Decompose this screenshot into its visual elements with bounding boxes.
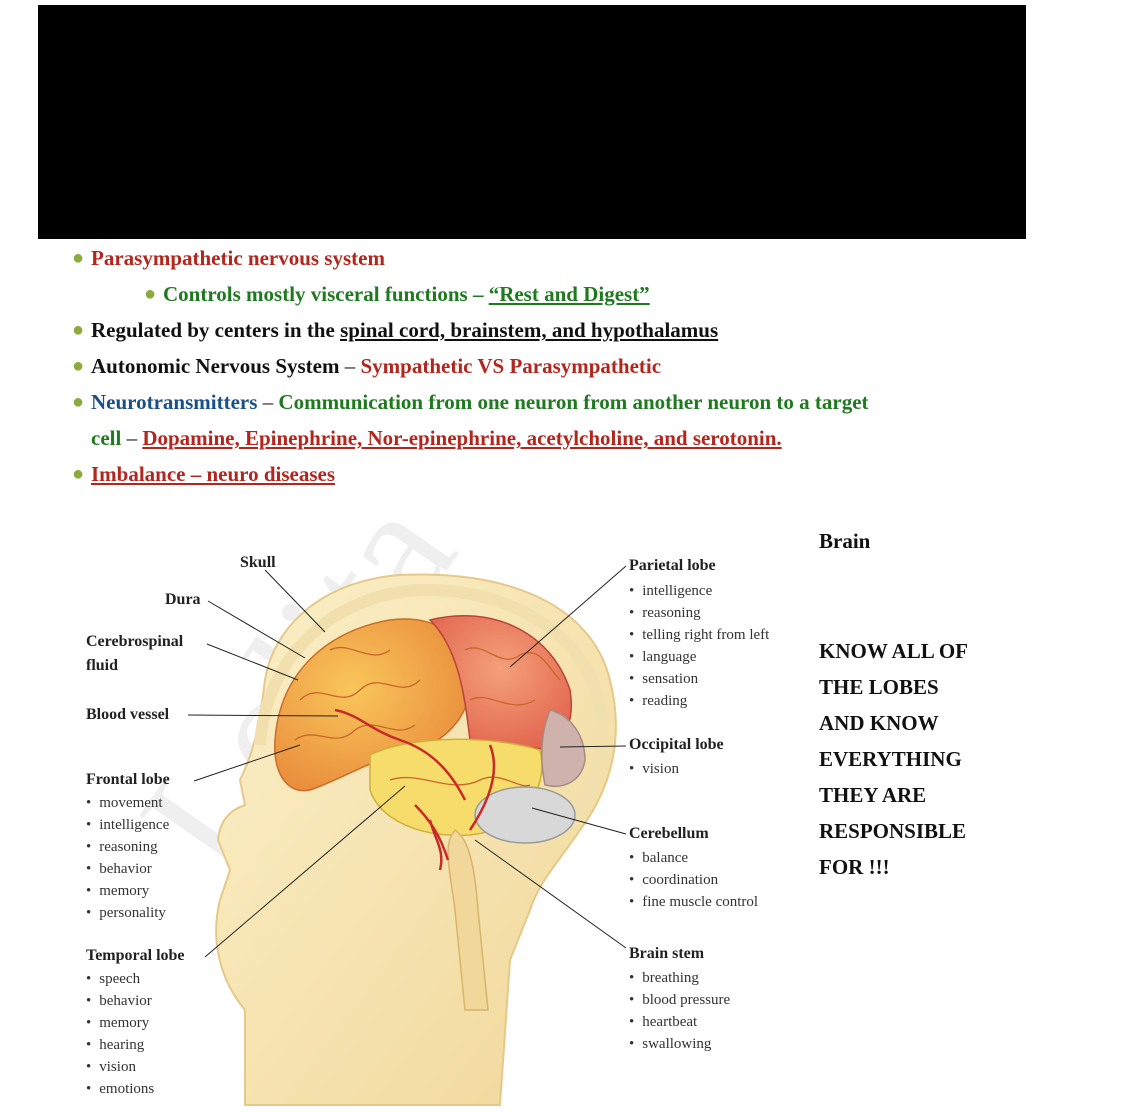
label-parietal-lobe: Parietal lobe xyxy=(629,557,716,574)
list-item: telling right from left xyxy=(629,624,769,646)
bullet-neurotransmitters: ● Neurotransmitters – Communication from… xyxy=(72,384,1012,420)
side-note-line: EVERYTHING xyxy=(819,747,962,771)
label-csf-line2: fluid xyxy=(86,657,119,674)
label-brain-stem: Brain stem xyxy=(629,945,705,962)
label-occipital-lobe: Occipital lobe xyxy=(629,736,724,753)
occipital-lobe-list: vision xyxy=(629,758,679,780)
bullet-dash: – xyxy=(467,282,489,306)
list-item: coordination xyxy=(629,869,758,891)
bullet-autonomic: ● Autonomic Nervous System – Sympathetic… xyxy=(72,348,1012,384)
brain-diagram: Skull Dura Cerebrospinal fluid Blood ves… xyxy=(70,540,810,1110)
label-csf-line1: Cerebrospinal xyxy=(86,633,184,650)
list-item: personality xyxy=(86,902,169,924)
bullet-text-green: Communication from one neuron from anoth… xyxy=(278,390,869,414)
redaction-block xyxy=(38,5,1026,239)
cerebellum-list: balance coordination fine muscle control xyxy=(629,847,758,913)
list-item: reasoning xyxy=(86,836,169,858)
leader-lines xyxy=(187,565,627,958)
list-item: speech xyxy=(86,968,154,990)
cerebellum-shape xyxy=(474,786,576,844)
bullet-text-red: Sympathetic VS Parasympathetic xyxy=(360,354,662,378)
bullet-dot-icon: ● xyxy=(144,283,157,305)
label-cerebellum: Cerebellum xyxy=(629,825,709,842)
bullet-quote: “Rest and Digest” xyxy=(488,282,650,306)
label-blood-vessel: Blood vessel xyxy=(86,706,170,723)
list-item: behavior xyxy=(86,858,169,880)
bullet-dot-icon: ● xyxy=(72,355,85,377)
list-item: reading xyxy=(629,690,769,712)
list-item: reasoning xyxy=(629,602,769,624)
bullet-text: Regulated by centers in the xyxy=(91,318,341,342)
parietal-lobe-list: intelligence reasoning telling right fro… xyxy=(629,580,769,712)
list-item: vision xyxy=(629,758,679,780)
bullet-dash: – xyxy=(339,354,361,378)
list-item: intelligence xyxy=(86,814,169,836)
list-item: emotions xyxy=(86,1078,154,1100)
list-item: swallowing xyxy=(629,1033,730,1055)
side-note-line: THEY ARE xyxy=(819,783,927,807)
bullet-regulated: ● Regulated by centers in the spinal cor… xyxy=(72,312,1012,348)
list-item: behavior xyxy=(86,990,154,1012)
side-note: KNOW ALL OF THE LOBES AND KNOW EVERYTHIN… xyxy=(819,633,1019,885)
list-item: sensation xyxy=(629,668,769,690)
list-item: memory xyxy=(86,1012,154,1034)
list-item: hearing xyxy=(86,1034,154,1056)
bullet-underlined-red: Dopamine, Epinephrine, Nor-epinephrine, … xyxy=(142,426,782,450)
list-item: blood pressure xyxy=(629,989,730,1011)
bullet-dot-icon: ● xyxy=(72,463,85,485)
side-note-line: RESPONSIBLE xyxy=(819,819,967,843)
bullet-dash: – xyxy=(121,426,143,450)
list-item: movement xyxy=(86,792,169,814)
brain-sulci xyxy=(294,647,561,787)
bullet-dot-icon: ● xyxy=(72,391,85,413)
bullet-dash: – xyxy=(257,390,279,414)
label-frontal-lobe: Frontal lobe xyxy=(86,771,170,788)
bullet-text: Neurotransmitters xyxy=(91,390,258,414)
list-item: memory xyxy=(86,880,169,902)
bullet-text: Parasympathetic nervous system xyxy=(91,246,385,270)
bullet-neurotransmitters-cont: cell – Dopamine, Epinephrine, Nor-epinep… xyxy=(72,420,1012,456)
list-item: heartbeat xyxy=(629,1011,730,1033)
skull-outline xyxy=(254,583,608,824)
list-item: balance xyxy=(629,847,758,869)
bullet-text: Autonomic Nervous System xyxy=(91,354,340,378)
label-temporal-lobe: Temporal lobe xyxy=(86,947,185,964)
side-title: Brain xyxy=(819,529,871,553)
brain-illustration xyxy=(187,565,627,1106)
blood-vessels xyxy=(334,708,496,871)
temporal-lobe-list: speech behavior memory hearing vision em… xyxy=(86,968,154,1100)
bullet-underlined-red: Imbalance – neuro diseases xyxy=(91,462,336,486)
list-item: language xyxy=(629,646,769,668)
occipital-lobe-shape xyxy=(540,709,586,787)
list-item: fine muscle control xyxy=(629,891,758,913)
bullet-list: ● Parasympathetic nervous system ● Contr… xyxy=(72,240,1012,492)
bullet-dot-icon: ● xyxy=(72,247,85,269)
list-item: intelligence xyxy=(629,580,769,602)
side-note-line: KNOW ALL OF xyxy=(819,639,968,663)
bullet-parasympathetic: ● Parasympathetic nervous system xyxy=(72,240,1012,276)
bullet-text: Controls mostly visceral functions xyxy=(163,282,468,306)
brain-stem-list: breathing blood pressure heartbeat swall… xyxy=(629,967,730,1055)
list-item: breathing xyxy=(629,967,730,989)
label-dura: Dura xyxy=(165,591,201,608)
bullet-dot-icon: ● xyxy=(72,319,85,341)
bullet-imbalance: ● Imbalance – neuro diseases xyxy=(72,456,1012,492)
bullet-rest-digest: ● Controls mostly visceral functions – “… xyxy=(144,276,1012,312)
side-note-line: THE LOBES xyxy=(819,675,939,699)
list-item: vision xyxy=(86,1056,154,1078)
frontal-lobe-list: movement intelligence reasoning behavior… xyxy=(86,792,169,924)
bullet-underlined: spinal cord, brainstem, and hypothalamus xyxy=(340,318,719,342)
bullet-text-green: cell xyxy=(91,426,122,450)
side-note-line: FOR !!! xyxy=(819,855,890,879)
label-skull: Skull xyxy=(240,554,276,571)
side-note-line: AND KNOW xyxy=(819,711,939,735)
brain-stem-shape xyxy=(447,829,489,1011)
